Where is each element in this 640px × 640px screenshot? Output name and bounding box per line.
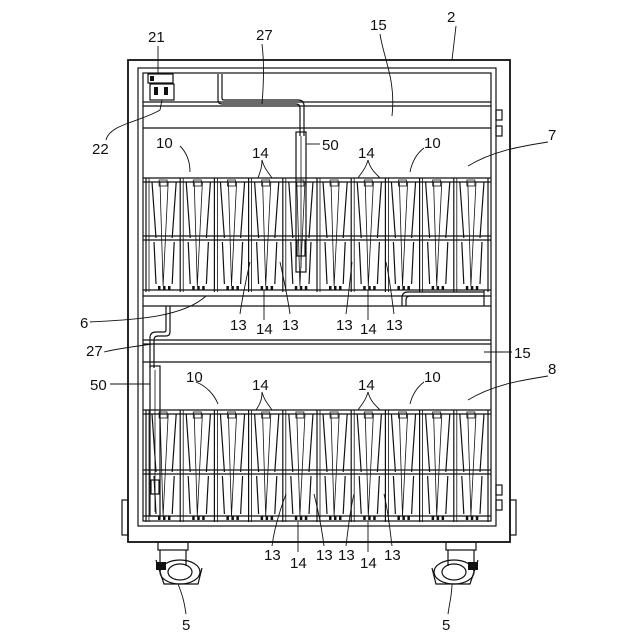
upper-tray-cell: [351, 178, 381, 292]
ref-14-top-right: 14: [358, 145, 375, 162]
ref-22: 22: [92, 141, 109, 158]
ref-13-g: 13: [338, 547, 355, 564]
ref-14-bottom-left: 14: [252, 377, 269, 394]
upper-tray-cell: [385, 178, 415, 292]
lower-tray-cell: [180, 410, 210, 522]
ref-13-h: 13: [384, 547, 401, 564]
ref-15-mid: 15: [514, 345, 531, 362]
upper-tray-cell: [420, 178, 450, 292]
lower-pipe: [150, 306, 170, 516]
right-caster: [432, 542, 478, 584]
ref-10-top-right: 10: [424, 135, 441, 152]
ref-50-mid: 50: [90, 377, 107, 394]
ref-50-top: 50: [322, 137, 339, 154]
lower-tray-cell: [214, 410, 244, 522]
upper-rack: [143, 178, 491, 296]
middle-shelf: [143, 290, 491, 362]
ref-14-d: 14: [360, 555, 377, 572]
upper-tray-cell: [146, 178, 176, 292]
ref-14-bottom-right: 14: [358, 377, 375, 394]
ref-27-mid: 27: [86, 343, 103, 360]
ref-7: 7: [548, 127, 556, 144]
lower-tray-cell: [317, 410, 347, 522]
left-caster: [156, 542, 202, 584]
ref-14-c: 14: [290, 555, 307, 572]
upper-tray-cell: [249, 178, 279, 292]
ref-13-c: 13: [336, 317, 353, 334]
ref-13-f: 13: [316, 547, 333, 564]
control-box: [148, 74, 174, 100]
ref-21: 21: [148, 29, 165, 46]
ref-13-d: 13: [386, 317, 403, 334]
ref-10-bottom-right: 10: [424, 369, 441, 386]
ref-13-e: 13: [264, 547, 281, 564]
upper-tray-cell: [180, 178, 210, 292]
ref-5-right: 5: [442, 617, 450, 634]
top-shelf: [143, 102, 491, 128]
upper-tray-cell: [317, 178, 347, 292]
ref-10-top-left: 10: [156, 135, 173, 152]
ref-10-bottom-left: 10: [186, 369, 203, 386]
ref-8: 8: [548, 361, 556, 378]
ref-6: 6: [80, 315, 88, 332]
ref-14-a: 14: [256, 321, 273, 338]
ref-5-left: 5: [182, 617, 190, 634]
lower-tray-cell: [385, 410, 415, 522]
lower-tray-cell: [454, 410, 484, 522]
lower-tray-cell: [249, 410, 279, 522]
lower-tray-cell: [420, 410, 450, 522]
ref-14-top-left: 14: [252, 145, 269, 162]
upper-tray-cell: [454, 178, 484, 292]
reference-numerals: 2 21 22 27 15 50 10 14 14 10 7 13 14 13 …: [80, 9, 556, 634]
ref-14-b: 14: [360, 321, 377, 338]
ref-13-a: 13: [230, 317, 247, 334]
ref-15-top: 15: [370, 17, 387, 34]
lower-tray-cell: [283, 410, 313, 522]
upper-tray-cell: [283, 178, 313, 292]
upper-tray-cell: [214, 178, 244, 292]
lower-tray-cell: [351, 410, 381, 522]
ref-2: 2: [447, 9, 455, 26]
ref-13-b: 13: [282, 317, 299, 334]
ref-27-top: 27: [256, 27, 273, 44]
